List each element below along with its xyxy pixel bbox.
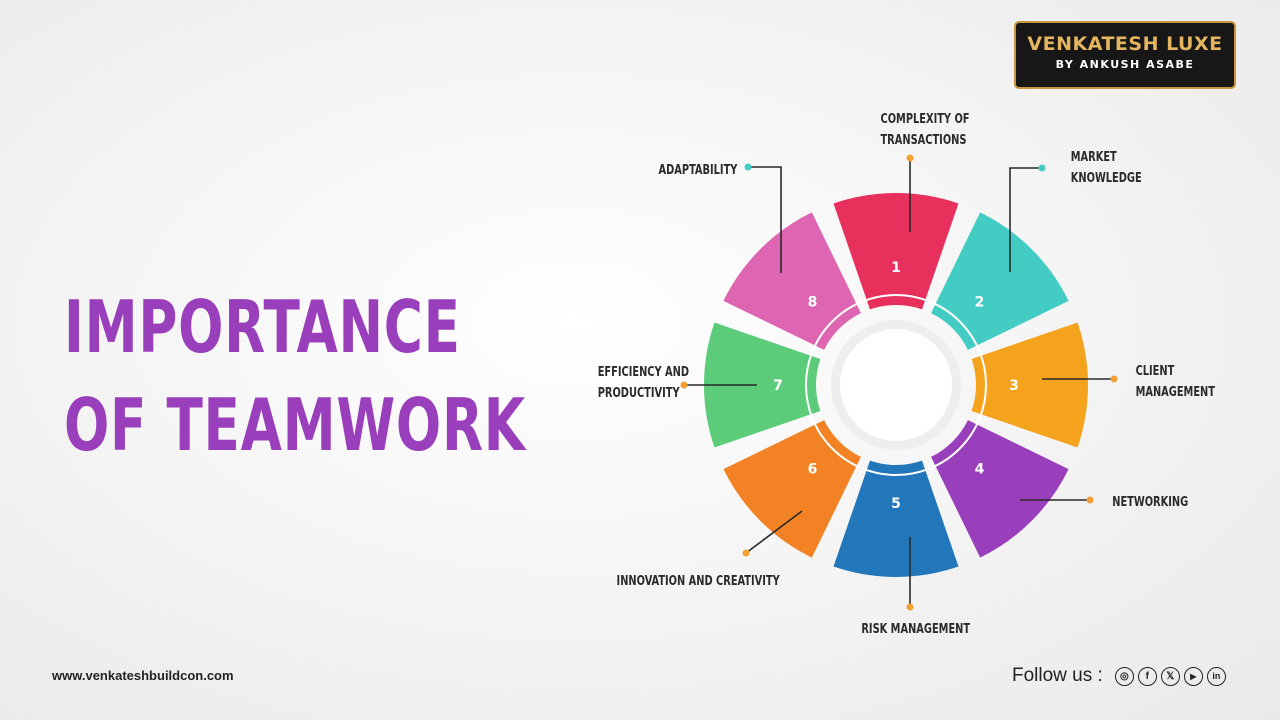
wheel-segment-6 <box>723 420 861 558</box>
logo-name: VENKATESH LUXE <box>1027 33 1223 55</box>
x-icon[interactable]: 𝕏 <box>1160 666 1180 686</box>
connector-dot-8 <box>744 163 752 171</box>
label-risk-management: RISK MANAGEMENT <box>861 622 971 637</box>
center-disc <box>840 329 952 441</box>
segment-number-4: 4 <box>975 461 985 477</box>
segment-number-3: 3 <box>1009 378 1019 394</box>
segment-number-1: 1 <box>891 260 901 276</box>
connector-dot-7 <box>680 381 688 389</box>
connector-dot-3 <box>1110 375 1118 383</box>
segment-number-7: 7 <box>773 378 783 394</box>
title-line-1: IMPORTANCE <box>64 285 461 369</box>
wheel-segment-5 <box>833 460 959 577</box>
facebook-icon[interactable]: f <box>1137 666 1157 686</box>
website-link[interactable]: www.venkateshbuildcon.com <box>52 668 234 683</box>
label-innovation-and-creativity: INNOVATION AND CREATIVITY <box>616 574 780 589</box>
connector-line-6 <box>745 510 803 554</box>
linkedin-icon[interactable]: in <box>1206 666 1226 686</box>
title-line-2: OF TEAMWORK <box>64 383 526 467</box>
segment-number-5: 5 <box>891 496 901 512</box>
brand-logo: VENKATESH LUXE BY ANKUSH ASABE <box>1014 21 1236 89</box>
page-title: IMPORTANCE OF TEAMWORK <box>64 278 526 474</box>
follow-label: Follow us : <box>1012 665 1103 686</box>
wheel-segment-2 <box>931 212 1069 350</box>
connector-dot-5 <box>906 603 914 611</box>
wheel-segment-7 <box>704 322 821 448</box>
connector-dot-6 <box>742 549 750 557</box>
instagram-icon[interactable]: ◎ <box>1114 666 1134 686</box>
wheel-segment-4 <box>931 420 1069 558</box>
segment-number-8: 8 <box>808 295 818 311</box>
connector-line-2 <box>1009 167 1042 272</box>
social-follow-bar: Follow us : ◎ f 𝕏 ▶ in <box>1012 663 1226 689</box>
logo-tagline: BY ANKUSH ASABE <box>1055 58 1195 71</box>
wheel-segment-1 <box>833 193 959 310</box>
wheel-segment-8 <box>723 212 861 350</box>
connector-line-8 <box>748 166 782 273</box>
youtube-icon[interactable]: ▶ <box>1183 666 1203 686</box>
inner-ring <box>805 294 987 476</box>
connector-dot-4 <box>1086 496 1094 504</box>
connector-dot-1 <box>906 154 914 162</box>
connector-dot-2 <box>1038 164 1046 172</box>
segment-number-6: 6 <box>808 461 818 477</box>
wheel-segment-3 <box>971 322 1088 448</box>
segment-number-2: 2 <box>975 295 985 311</box>
label-networking: NETWORKING <box>1112 495 1189 510</box>
label-adaptability: ADAPTABILITY <box>658 163 738 178</box>
